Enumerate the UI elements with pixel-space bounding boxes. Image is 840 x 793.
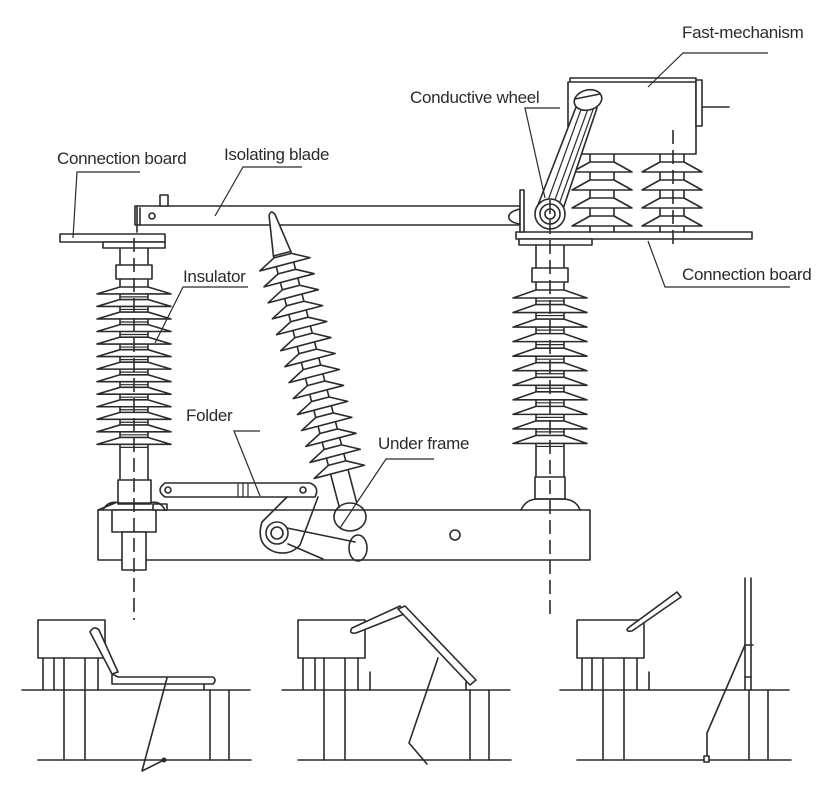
- right-insulator: [512, 244, 588, 511]
- mechanism-insulator-left: [571, 153, 633, 233]
- label-isolating-blade: Isolating blade: [224, 145, 329, 164]
- angled-insulator: [258, 211, 366, 509]
- crank-mechanism: [259, 496, 368, 562]
- mechanism-insulator-right: [641, 153, 703, 233]
- isolating-blade: [134, 194, 521, 233]
- leader-lines: [72, 52, 790, 529]
- label-conductive-wheel: Conductive wheel: [410, 88, 539, 107]
- label-connection-board-left: Connection board: [57, 149, 186, 168]
- label-connection-board-right: Connection board: [682, 265, 811, 284]
- folder-link: [159, 482, 318, 498]
- label-fast-mechanism: Fast-mechanism: [682, 23, 804, 42]
- label-insulator: Insulator: [183, 267, 246, 286]
- base-frame: [97, 502, 591, 561]
- left-connection-board: [59, 233, 166, 249]
- label-under-frame: Under frame: [378, 434, 469, 453]
- label-folder: Folder: [186, 406, 233, 425]
- sequence-view-closed: [21, 619, 252, 772]
- sequence-view-opening: [281, 605, 512, 765]
- sequence-view-open: [559, 577, 792, 763]
- right-connection-board: [515, 189, 753, 246]
